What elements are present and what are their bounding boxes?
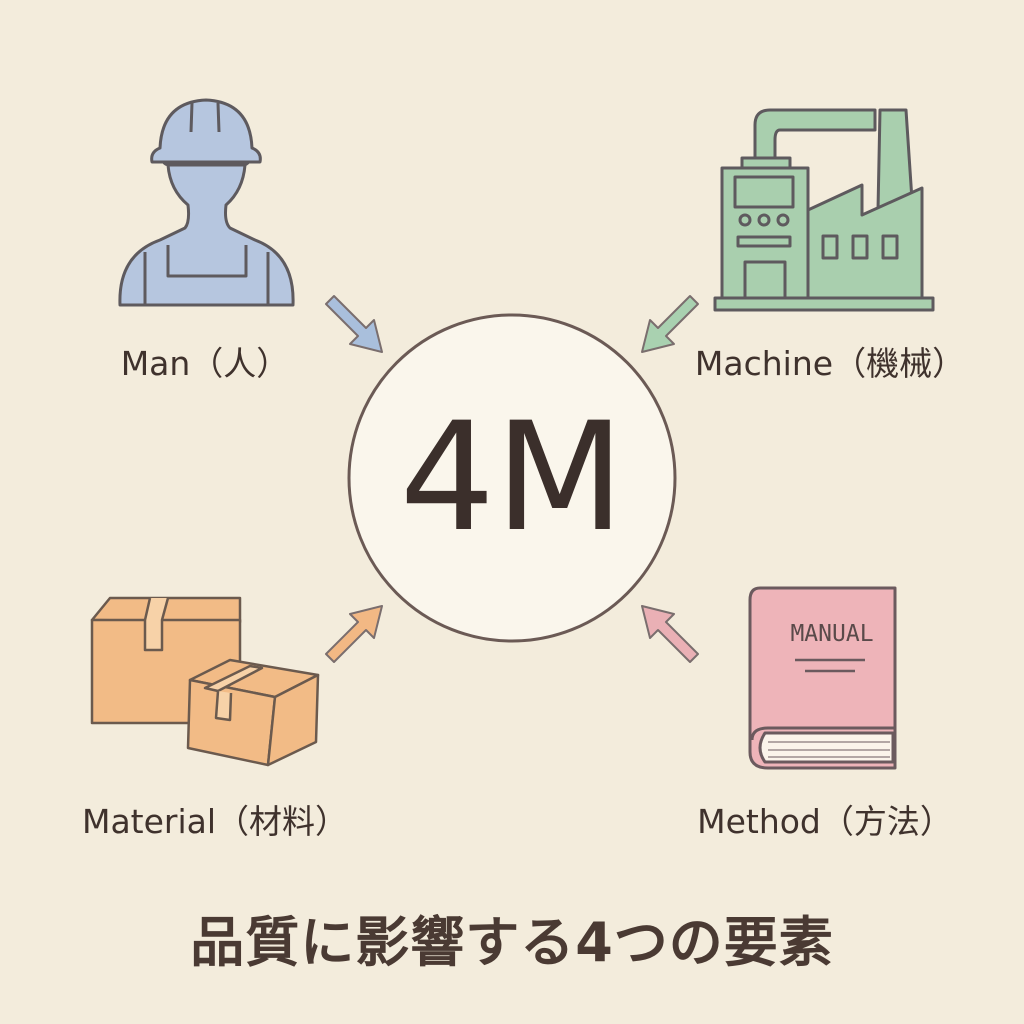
factory-icon — [713, 108, 935, 312]
manual-book-icon — [748, 586, 897, 770]
arrow-method — [641, 605, 699, 663]
arrow-man — [325, 295, 383, 353]
manual-text: MANUAL — [790, 621, 873, 647]
boxes-icon — [90, 596, 320, 767]
diagram-title: 品質に影響する4つの要素 — [190, 911, 834, 974]
center-label: 4M — [399, 391, 625, 565]
label-man: Man（人） — [120, 344, 290, 383]
label-machine: Machine（機械） — [694, 344, 966, 383]
center-circle — [347, 313, 677, 643]
arrow-machine — [641, 295, 699, 353]
worker-icon — [118, 98, 295, 307]
arrow-material — [325, 605, 383, 663]
label-method: Method（方法） — [697, 802, 953, 841]
label-material: Material（材料） — [81, 802, 349, 841]
